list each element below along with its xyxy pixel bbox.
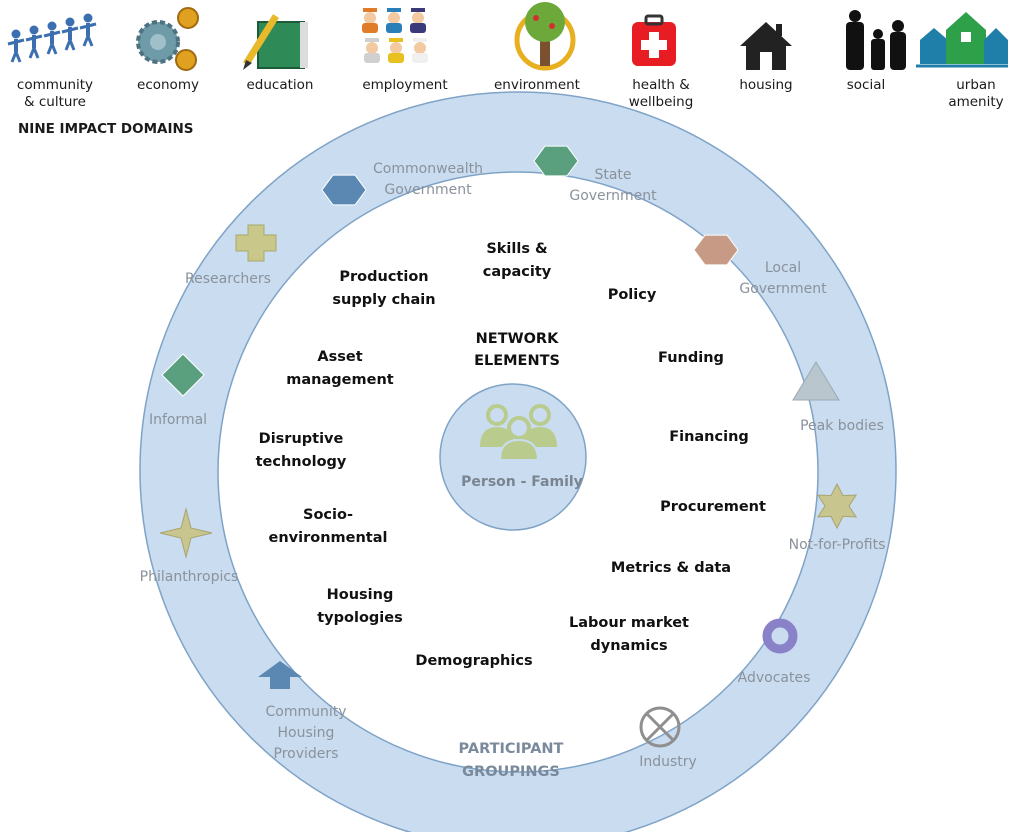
silhouettes-icon — [846, 10, 906, 70]
family-group-icon — [480, 404, 557, 461]
triangle-icon — [792, 361, 840, 401]
participant-label-peak: Peak bodies — [800, 418, 884, 434]
donut-icon — [762, 618, 798, 654]
tree-icon — [514, 2, 576, 71]
domain-economy: economy — [136, 7, 199, 93]
cross-icon — [235, 224, 277, 262]
participant-label-industry: Industry — [639, 754, 697, 770]
participant-researchers: Researchers — [185, 224, 277, 287]
buildings-icon — [916, 12, 1008, 68]
domain-education: education — [243, 14, 314, 93]
arrow-up-icon — [258, 661, 302, 689]
domain-housing: housing — [739, 22, 793, 93]
participant-industry: Industry — [639, 706, 697, 770]
domain-label-community: community& culture — [17, 77, 93, 110]
house-icon — [740, 22, 792, 70]
participant-label-philanthropics: Philanthropics — [140, 569, 239, 585]
participant-informal: Informal — [149, 353, 207, 428]
circle-x-icon — [639, 706, 681, 748]
book-pencil-icon — [243, 14, 308, 70]
network-element-financing: Financing — [669, 429, 749, 445]
star6-icon — [816, 482, 858, 530]
domain-label-environment: environment — [494, 77, 580, 93]
domains-heading: NINE IMPACT DOMAINS — [18, 121, 194, 137]
gears-coins-icon — [136, 7, 199, 71]
hexagon-icon — [321, 174, 367, 206]
center-person-family: Person - Family — [439, 383, 587, 531]
domain-label-education: education — [247, 77, 314, 93]
participant-label-nfp: Not-for-Profits — [789, 537, 886, 553]
network-element-funding: Funding — [658, 350, 724, 366]
network-element-socio: Socio-environmental — [269, 507, 388, 546]
network-elements: Skills &capacityPolicyFundingFinancingPr… — [256, 241, 766, 669]
star4-icon — [159, 507, 213, 559]
participant-label-advocates: Advocates — [738, 670, 811, 686]
participant-label-informal: Informal — [149, 412, 207, 428]
network-element-demographics: Demographics — [415, 653, 532, 669]
domain-label-employment: employment — [362, 77, 447, 93]
domain-label-health: health &wellbeing — [629, 77, 694, 110]
domain-health: health &wellbeing — [629, 14, 694, 110]
domain-employment: employment — [362, 8, 448, 93]
domain-label-social: social — [847, 77, 886, 93]
center-label: Person - Family — [461, 474, 583, 490]
impact-domains-row: community& culture economy education employ… — [7, 2, 1008, 137]
network-element-policy: Policy — [608, 287, 657, 303]
domain-label-housing: housing — [739, 77, 792, 93]
network-element-metrics: Metrics & data — [611, 560, 731, 576]
domain-label-economy: economy — [137, 77, 199, 93]
first-aid-kit-icon — [632, 14, 676, 66]
network-element-skills: Skills &capacity — [483, 241, 552, 280]
diamond-icon — [161, 353, 205, 397]
domain-social: social — [846, 10, 906, 93]
participant-philanthropics: Philanthropics — [140, 507, 239, 585]
domain-community: community& culture — [7, 13, 97, 110]
participant-peak: Peak bodies — [792, 361, 884, 434]
participant-nfp: Not-for-Profits — [789, 482, 886, 553]
hexagon-icon — [533, 145, 579, 177]
workers-icon — [362, 8, 428, 63]
people-chain-icon — [7, 13, 97, 63]
hexagon-icon — [693, 234, 739, 266]
domain-environment: environment — [494, 2, 580, 93]
participant-advocates: Advocates — [738, 618, 811, 686]
network-element-procurement: Procurement — [660, 499, 766, 515]
participant-label-researchers: Researchers — [185, 271, 271, 287]
